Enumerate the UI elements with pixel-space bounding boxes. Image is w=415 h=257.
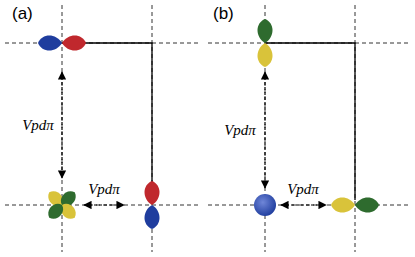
p-orbital xyxy=(145,181,160,229)
s-orbital xyxy=(254,194,276,216)
hopping-label: Vpdπ xyxy=(224,123,256,138)
d-orbital xyxy=(45,188,79,222)
hopping-label: Vpdπ xyxy=(287,182,319,197)
p-orbital xyxy=(38,36,86,51)
p-orbital xyxy=(331,198,379,213)
hopping-label: Vpdπ xyxy=(22,118,54,133)
panel-label: (a) xyxy=(12,5,33,22)
hopping-label: Vpdπ xyxy=(88,182,120,197)
panel-label: (b) xyxy=(213,5,234,22)
bond-lines xyxy=(62,43,355,200)
grid-lines xyxy=(5,5,410,252)
hopping-arrows xyxy=(62,72,326,205)
p-orbital xyxy=(258,19,273,67)
